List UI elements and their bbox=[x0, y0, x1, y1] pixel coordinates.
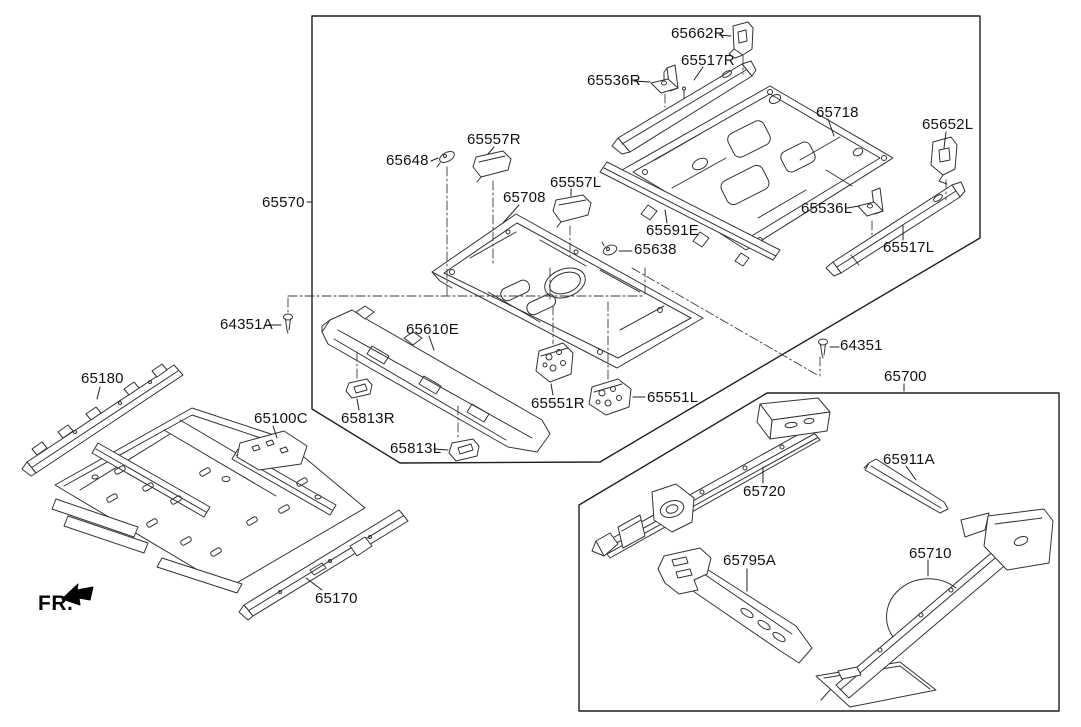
part-label-65551l: 65551L bbox=[647, 389, 699, 406]
part-label-65813l: 65813L bbox=[390, 440, 442, 457]
part-label-65591e: 65591E bbox=[646, 222, 699, 239]
part-65813l-bracket bbox=[448, 438, 480, 462]
part-label-65100c: 65100C bbox=[254, 410, 308, 427]
fr-direction-label: FR. bbox=[38, 592, 74, 615]
part-label-65536l: 65536L bbox=[801, 200, 853, 217]
part-65720-side-member bbox=[591, 397, 831, 559]
part-label-65795a: 65795A bbox=[723, 552, 776, 569]
part-label-65551r: 65551R bbox=[531, 395, 585, 412]
part-label-64351: 64351 bbox=[840, 337, 883, 354]
part-65795a-crossmember bbox=[657, 547, 813, 664]
part-65591e-crossmember bbox=[599, 161, 781, 267]
part-65536r-bracket bbox=[650, 64, 679, 94]
screw-icon-64351 bbox=[818, 338, 828, 359]
part-65170-side-sill bbox=[238, 509, 409, 621]
part-65517l-rail bbox=[825, 181, 966, 277]
part-label-65638: 65638 bbox=[634, 241, 677, 258]
part-label-65710: 65710 bbox=[909, 545, 952, 562]
part-65536l-bracket bbox=[857, 187, 884, 217]
part-65610e-crossmember bbox=[321, 305, 551, 453]
part-label-65708: 65708 bbox=[503, 189, 546, 206]
part-label-65557l: 65557L bbox=[550, 174, 602, 191]
part-65557l-bracket bbox=[552, 194, 592, 228]
leader-lines bbox=[96, 34, 947, 592]
part-label-65610e: 65610E bbox=[406, 321, 459, 338]
part-label-65536r: 65536R bbox=[587, 72, 641, 89]
group-box-upper bbox=[311, 15, 981, 464]
part-65100c-center-floor bbox=[51, 407, 366, 594]
part-label-65180: 65180 bbox=[81, 370, 124, 387]
part-label-65720: 65720 bbox=[743, 483, 786, 500]
part-65180-side-sill bbox=[21, 363, 184, 477]
part-label-65700: 65700 bbox=[884, 368, 927, 385]
part-label-65570: 65570 bbox=[262, 194, 305, 211]
part-65648-clip bbox=[436, 151, 455, 168]
part-label-65648: 65648 bbox=[386, 152, 429, 169]
part-label-65911a: 65911A bbox=[883, 451, 935, 468]
part-65652l-bracket bbox=[930, 136, 958, 185]
group-box-lower bbox=[578, 392, 1060, 712]
fr-direction-arrow bbox=[61, 583, 94, 606]
part-label-65662r: 65662R bbox=[671, 25, 725, 42]
screw-icon-64351a bbox=[283, 313, 293, 334]
part-65557r-bracket bbox=[472, 150, 512, 183]
part-label-65557r: 65557R bbox=[467, 131, 521, 148]
part-label-65517r: 65517R bbox=[681, 52, 735, 69]
center-lines bbox=[287, 55, 947, 439]
part-65517r-rail bbox=[611, 60, 757, 155]
part-65551l-bracket bbox=[588, 378, 632, 416]
part-65911a-strip bbox=[863, 458, 949, 514]
part-label-65813r: 65813R bbox=[341, 410, 395, 427]
part-65638-clip bbox=[601, 241, 618, 256]
part-label-65652l: 65652L bbox=[922, 116, 974, 133]
part-label-65517l: 65517L bbox=[883, 239, 935, 256]
part-65710-side-member bbox=[815, 508, 1054, 708]
part-label-65170: 65170 bbox=[315, 590, 358, 607]
part-label-65718: 65718 bbox=[816, 104, 859, 121]
part-65662r-bracket bbox=[728, 21, 754, 59]
part-65551r-bracket bbox=[535, 342, 574, 383]
part-label-64351a: 64351A bbox=[220, 316, 273, 333]
part-65813r-bracket bbox=[345, 378, 373, 399]
